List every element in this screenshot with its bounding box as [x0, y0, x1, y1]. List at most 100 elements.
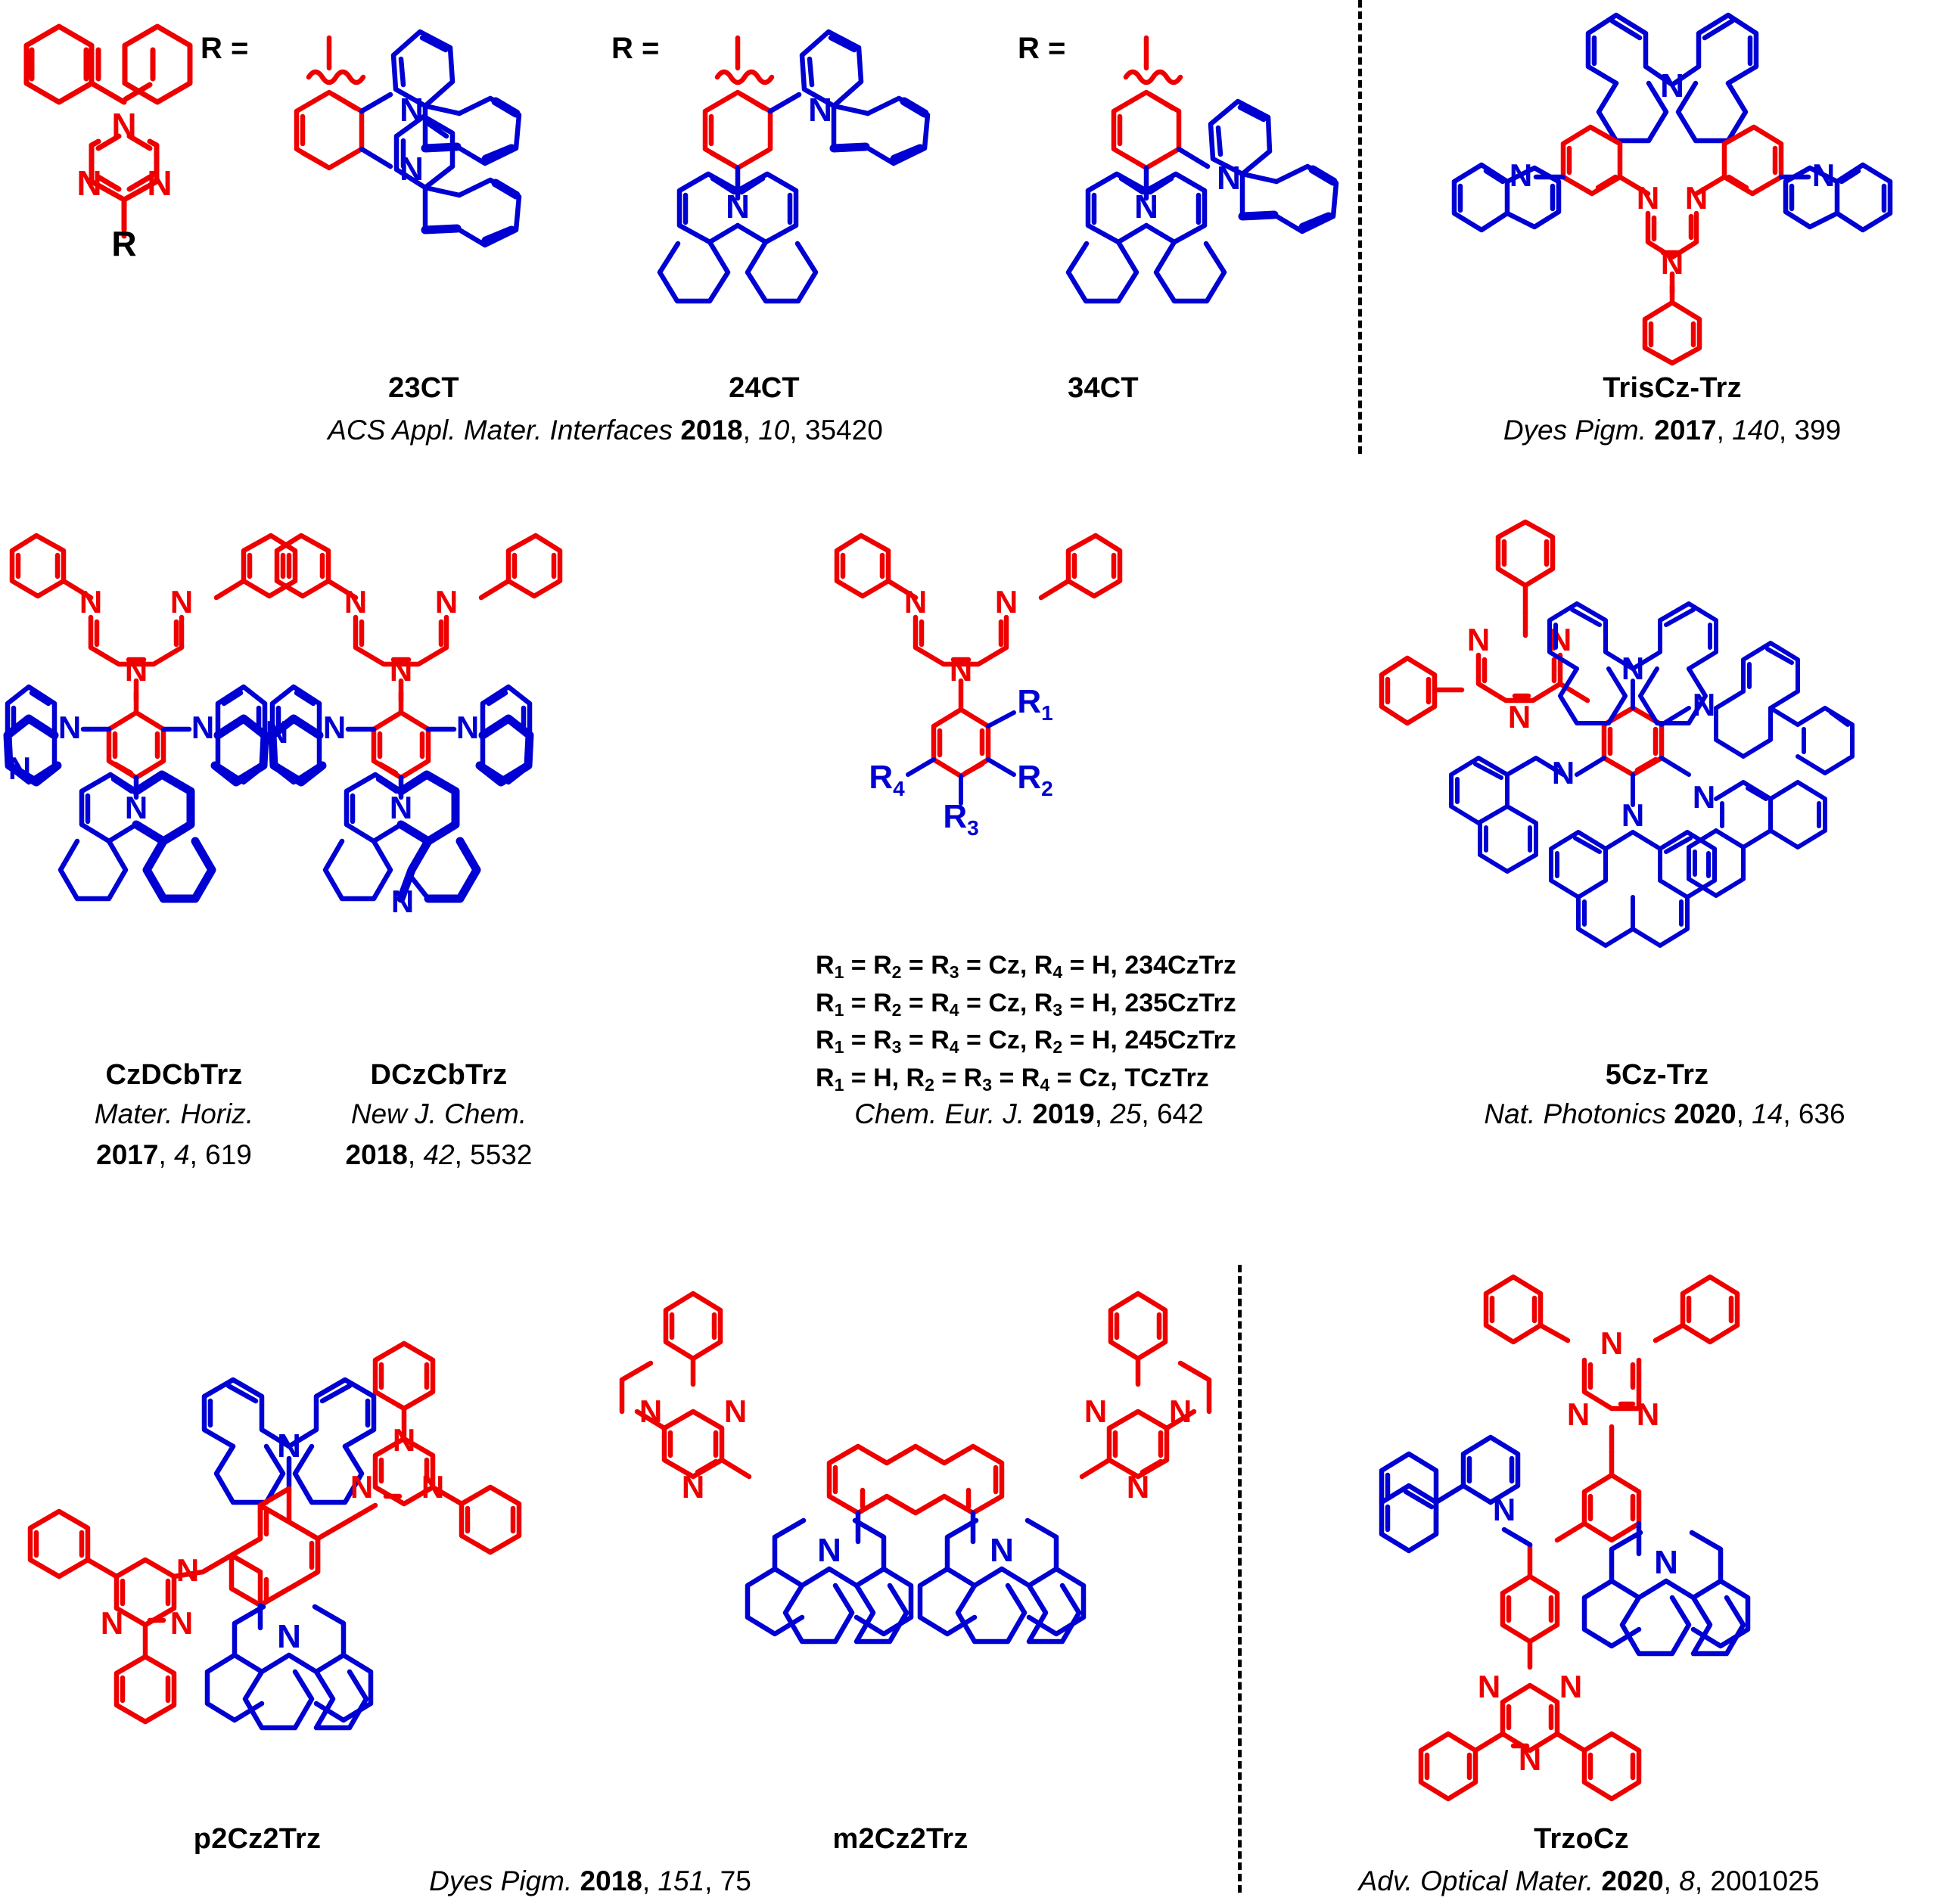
citation-volume: 14	[1752, 1098, 1783, 1129]
atom-label-n: N	[950, 652, 972, 688]
citation-page: 2001025	[1710, 1865, 1820, 1896]
citation-R-substituted: Chem. Eur. J. 2019, 25, 642	[854, 1098, 1204, 1129]
substitution-row-2: R1 = R2 = R4 = Cz, R3 = H, 235CzTrz	[816, 988, 1236, 1020]
molecule-triazine-core-clean: N N N R	[0, 0, 227, 263]
compound-name-TrisCz-Trz: TrisCz-Trz	[1603, 372, 1742, 404]
citation-journal: Mater. Horiz.	[94, 1098, 254, 1129]
citation-journal: Nat. Photonics	[1484, 1098, 1667, 1129]
citation-year: 2020	[1601, 1865, 1664, 1896]
citation-year: 2020	[1674, 1098, 1736, 1129]
molecule-TrisCz-Trz: N N N N	[1422, 0, 1922, 366]
citation-TrzoCz: Adv. Optical Mater. 2020, 8, 2001025	[1358, 1865, 1820, 1896]
atom-label-n: N	[1693, 687, 1715, 722]
atom-label-n: N	[1660, 67, 1684, 104]
citation-volume: 140	[1732, 415, 1779, 446]
atom-label-n: N	[125, 790, 148, 825]
citation-CzDCbTrz-rest: 2017, 4, 619	[96, 1139, 252, 1170]
atom-label-n: N	[1621, 797, 1644, 833]
citation-volume: 25	[1110, 1098, 1142, 1129]
molecule-m2Cz2Trz: N N N N N N	[619, 1278, 1212, 1831]
atom-label-n-right: N	[147, 163, 172, 203]
atom-label-n: N	[1084, 1393, 1107, 1429]
atom-label-r: R	[111, 224, 136, 263]
atom-label-n: N	[1600, 1325, 1623, 1361]
compound-name-p2Cz2Trz: p2Cz2Trz	[193, 1823, 322, 1855]
atom-label-n: N	[1552, 755, 1575, 790]
atom-label-n: N	[1661, 245, 1684, 281]
citation-page: 642	[1156, 1098, 1204, 1129]
molecule-p2Cz2Trz: N	[0, 1278, 605, 1831]
atom-label-n: N	[1169, 1393, 1192, 1429]
substituent-label-r2: R2	[1017, 759, 1052, 800]
atom-label-n: N	[170, 584, 193, 620]
citation-page: 5532	[470, 1139, 533, 1170]
citation-volume: 4	[174, 1139, 190, 1170]
atom-label-n: N	[1134, 188, 1158, 225]
atom-label-n: N	[101, 1605, 123, 1641]
citation-page: 619	[205, 1139, 252, 1170]
citation-year: 2018	[580, 1865, 642, 1896]
molecule-24CT: N N	[657, 23, 1006, 371]
substituent-label-r3: R3	[943, 798, 978, 840]
atom-label-n: N	[1478, 1669, 1500, 1704]
compound-name-TrzoCz: TrzoCz	[1534, 1823, 1629, 1855]
atom-label-n: N	[421, 1469, 444, 1505]
molecule-TrzoCz: N N N N N N	[1286, 1271, 1892, 1823]
atom-label-n: N	[904, 584, 927, 620]
citation-journal: New J. Chem.	[350, 1098, 527, 1129]
citation-TrisCz-Trz: Dyes Pigm. 2017, 140, 399	[1503, 415, 1842, 446]
compound-name-34CT: 34CT	[1068, 372, 1139, 404]
citation-journal: Chem. Eur. J.	[854, 1098, 1025, 1129]
atom-label-n: N	[817, 1532, 841, 1569]
atom-label-n: N	[808, 92, 832, 129]
citation-volume: 8	[1679, 1865, 1695, 1896]
atom-label-n: N	[1493, 1492, 1516, 1527]
atom-label-n: N	[58, 710, 81, 745]
atom-label-n: N	[1559, 1669, 1582, 1704]
citation-DCzCbTrz-journal: New J. Chem.	[303, 1098, 575, 1130]
r-equals-label-1: R =	[201, 32, 249, 65]
citation-journal: Dyes Pigm.	[1503, 415, 1646, 446]
bottom-right-divider	[1238, 1265, 1242, 1893]
atom-label-n-aza: N	[391, 884, 414, 919]
atom-label-n: N	[1637, 180, 1659, 216]
atom-label-n: N	[390, 790, 412, 825]
substituent-label-r1: R1	[1017, 683, 1052, 725]
molecule-DCzCbTrz: N N N N N	[268, 522, 681, 991]
atom-label-n: N	[456, 710, 479, 745]
citation-journal: Adv. Optical Mater.	[1358, 1865, 1594, 1896]
atom-label-n: N	[639, 1393, 662, 1429]
atom-label-n: N	[125, 652, 148, 688]
atom-label-n: N	[350, 1469, 373, 1505]
citation-row3: Dyes Pigm. 2018, 151, 75	[429, 1865, 751, 1896]
atom-label-n: N	[990, 1532, 1014, 1569]
atom-label-n: N	[1637, 1396, 1659, 1432]
r-equals-label-3: R =	[1018, 32, 1066, 65]
r-equals-label-2: R =	[611, 32, 660, 65]
citation-page: 636	[1798, 1098, 1845, 1129]
atom-label-n-aza: N	[8, 750, 31, 786]
atom-label-n: N	[1127, 1469, 1149, 1505]
molecule-R-substituted-trz: N N N R1 R2 R3 R4	[832, 522, 1226, 915]
citation-5Cz-Trz: Nat. Photonics 2020, 14, 636	[1484, 1098, 1845, 1129]
molecule-23CT: N N	[250, 23, 598, 363]
citation-page: 35420	[804, 415, 883, 446]
atom-label-n: N	[400, 151, 424, 188]
atom-label-n: N	[1621, 651, 1644, 686]
atom-label-n: N	[277, 1618, 301, 1655]
citation-page: 75	[720, 1865, 751, 1896]
atom-label-n: N	[726, 188, 750, 225]
atom-label-n: N	[1508, 699, 1531, 735]
atom-label-n: N	[995, 584, 1018, 620]
atom-label-n: N	[79, 584, 102, 620]
atom-label-n: N	[1509, 157, 1532, 193]
atom-label-n: N	[393, 1422, 415, 1458]
top-right-divider	[1358, 0, 1362, 454]
substitution-table: R1 = R2 = R3 = Cz, R4 = H, 234CzTrz R1 =…	[816, 947, 1236, 1098]
atom-label-n: N	[170, 1605, 193, 1641]
compound-name-m2Cz2Trz: m2Cz2Trz	[832, 1823, 968, 1855]
atom-label-n: N	[176, 1552, 199, 1588]
atom-label-n: N	[277, 1427, 301, 1464]
atom-label-n: N	[390, 652, 412, 688]
compound-name-DCzCbTrz: DCzCbTrz	[370, 1059, 508, 1091]
